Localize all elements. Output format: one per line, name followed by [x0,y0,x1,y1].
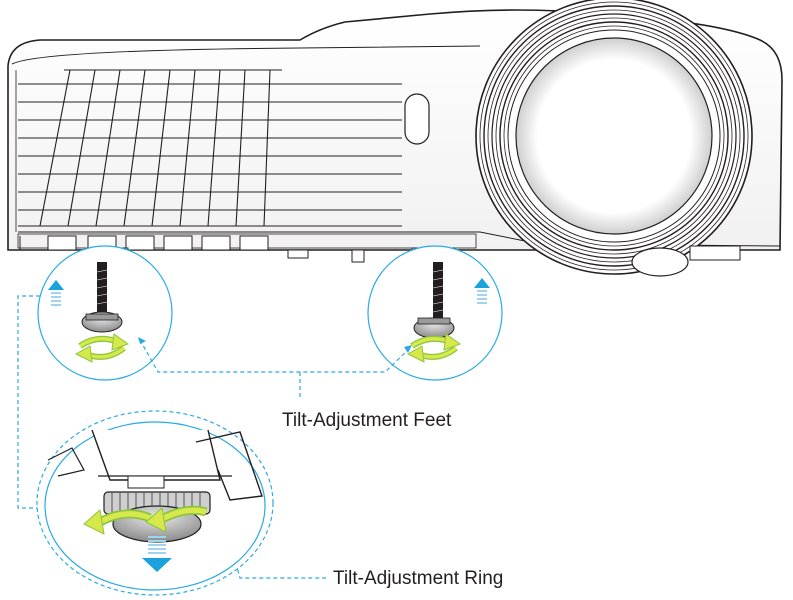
up-arrow-icon [474,278,490,304]
tilt-adjustment-feet-label: Tilt-Adjustment Feet [282,410,452,431]
callout-arrowhead [138,337,146,344]
tilt-adjustment-ring-label: Tilt-Adjustment Ring [333,568,504,589]
callout-arrowhead [404,345,412,353]
rotate-arrows-icon [83,505,208,535]
projector-lens [475,0,753,275]
rotate-arrows-icon [74,333,130,363]
rotate-arrows-icon [406,333,462,363]
left-foot-callout [37,245,173,381]
ir-sensor-window [404,93,430,145]
up-arrow-icon [48,280,64,306]
ventilation-grille [18,69,402,227]
rear-foot [631,247,689,277]
down-arrow-icon [142,536,172,572]
ring-zoom-callout [36,410,274,596]
right-foot-callout [367,245,503,381]
